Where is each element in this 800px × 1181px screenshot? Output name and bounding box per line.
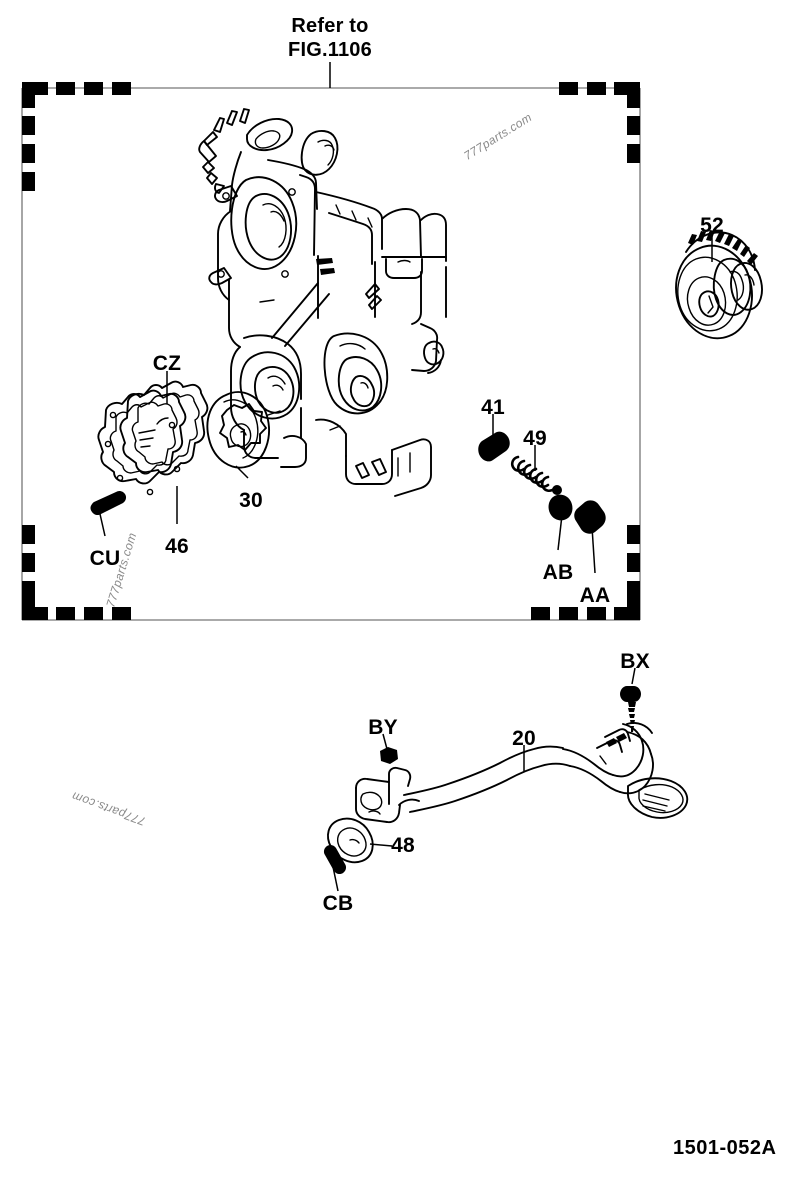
strainer-stud-illustration xyxy=(323,844,347,875)
oil-strainer-assembly-illustration xyxy=(327,722,689,864)
cover-screw-illustration xyxy=(90,490,127,516)
callout-label-46: 46 xyxy=(165,535,189,558)
callout-label-48: 48 xyxy=(391,834,415,857)
drawing-number: 1501-052A xyxy=(673,1137,777,1159)
callout-label-aa: AA xyxy=(579,584,611,607)
strainer-bolt-illustration xyxy=(620,686,641,732)
callout-label-by: BY xyxy=(368,716,398,739)
callout-label-41: 41 xyxy=(481,396,505,419)
relief-valve-parts-illustration xyxy=(478,431,606,534)
pump-cover-and-gasket-illustration xyxy=(97,380,209,496)
callout-label-cb: CB xyxy=(322,892,354,915)
callout-label-20: 20 xyxy=(512,727,536,750)
callout-label-cu: CU xyxy=(89,547,121,570)
callout-leader-lines xyxy=(99,232,713,892)
callout-label-52: 52 xyxy=(700,214,724,237)
callout-label-49: 49 xyxy=(523,427,547,450)
pump-rotor-set-illustration xyxy=(206,391,270,469)
callout-label-bx: BX xyxy=(620,650,650,673)
oil-pump-body-illustration xyxy=(198,108,447,497)
callout-label-cz: CZ xyxy=(152,352,182,375)
drive-gear-illustration xyxy=(675,230,763,340)
callout-label-30: 30 xyxy=(239,489,263,512)
group-boundary-corner-dashes xyxy=(22,82,640,620)
strainer-nut-illustration xyxy=(380,747,398,764)
callout-label-ab: AB xyxy=(542,561,574,584)
